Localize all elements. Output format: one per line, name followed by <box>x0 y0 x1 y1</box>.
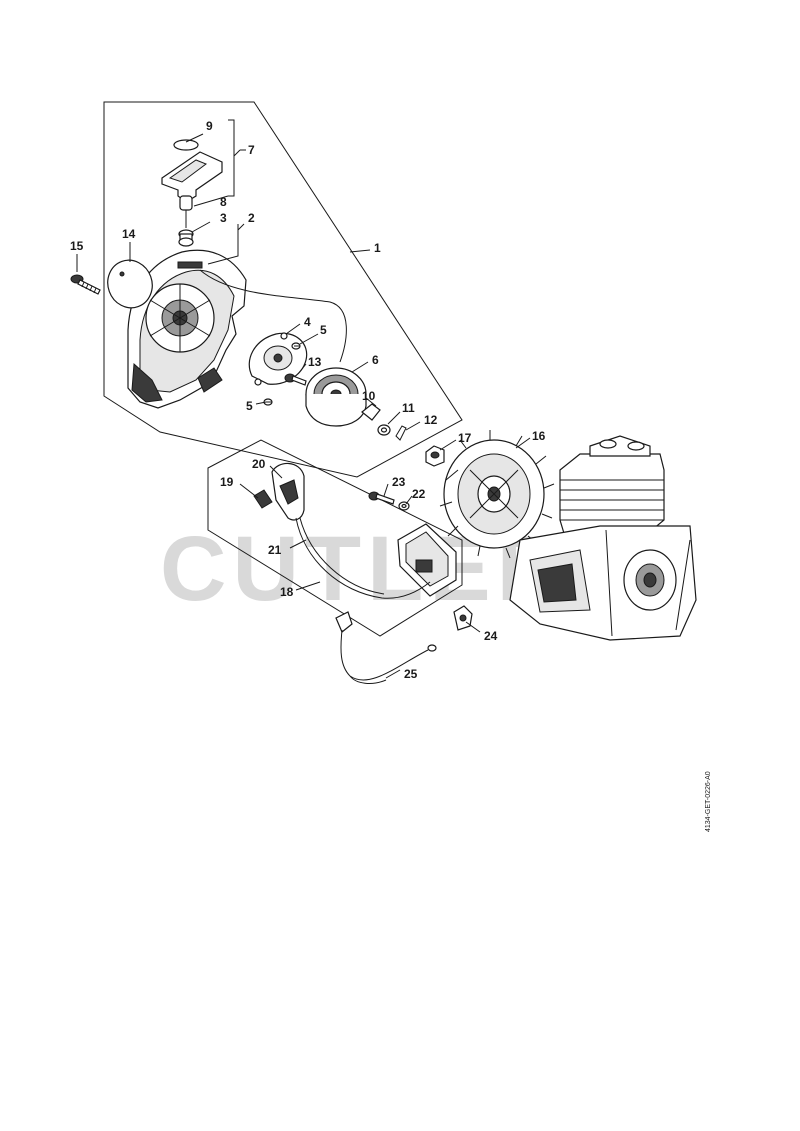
starter-rope <box>199 269 347 363</box>
ignition-lead-21 <box>295 517 431 599</box>
callout-10: 10 <box>362 389 376 403</box>
flywheel-16 <box>439 430 555 559</box>
callout-18: 18 <box>280 585 294 599</box>
spring-clip-12 <box>395 425 407 441</box>
screw-15 <box>70 274 101 295</box>
callout-3: 3 <box>220 211 227 225</box>
washer-11 <box>377 424 391 436</box>
starter-grip <box>161 139 223 228</box>
spark-plug-boot <box>335 611 437 681</box>
ignition-module-group-outline <box>207 439 463 637</box>
callout-22: 22 <box>412 487 426 501</box>
callout-9: 9 <box>206 119 213 133</box>
callout-13: 13 <box>308 355 322 369</box>
cover-20 <box>271 462 305 521</box>
washer-disc-14 <box>107 259 153 309</box>
callout-1: 1 <box>374 241 381 255</box>
callout-11: 11 <box>402 401 415 415</box>
callout-2: 2 <box>248 211 255 225</box>
pawl-10 <box>361 403 381 421</box>
callout-5-lower: 5 <box>246 399 253 413</box>
rewind-starter-group-outline <box>103 101 463 478</box>
callout-20: 20 <box>252 457 266 471</box>
callout-17: 17 <box>458 431 472 445</box>
spring-19 <box>253 489 273 509</box>
short-circuit-wire-25 <box>349 675 387 684</box>
document-id: 4134-GET-0226-A0 <box>705 771 712 832</box>
callout-25: 25 <box>404 667 418 681</box>
rope-rotor-6 <box>305 367 367 427</box>
callout-21: 21 <box>268 543 282 557</box>
callout-7: 7 <box>248 143 255 157</box>
callout-16: 16 <box>532 429 546 443</box>
fan-housing <box>127 249 247 409</box>
screw-13 <box>284 373 307 386</box>
callout-8: 8 <box>220 195 227 209</box>
engine-cylinder <box>559 435 665 541</box>
callout-15: 15 <box>70 239 84 253</box>
callout-6: 6 <box>372 353 379 367</box>
callout-24: 24 <box>484 629 498 643</box>
ignition-module-18 <box>397 523 457 597</box>
nut-17 <box>425 445 445 467</box>
callout-14: 14 <box>122 227 136 241</box>
screw-5-lower <box>263 398 273 406</box>
callout-19: 19 <box>220 475 234 489</box>
rope-guide-bush <box>178 229 194 247</box>
screw-23 <box>368 491 395 505</box>
callout-12: 12 <box>424 413 438 427</box>
carrier-plate-4 <box>248 332 308 386</box>
screw-5-upper <box>291 342 301 350</box>
callout-4: 4 <box>304 315 311 329</box>
ignition-lead-21-outer <box>299 517 385 595</box>
callout-5-upper: 5 <box>320 323 327 337</box>
grommet-24 <box>453 605 473 631</box>
callout-23: 23 <box>392 475 406 489</box>
engine-crankcase <box>509 525 697 641</box>
washer-22 <box>398 501 410 511</box>
leader-lines <box>76 119 531 679</box>
